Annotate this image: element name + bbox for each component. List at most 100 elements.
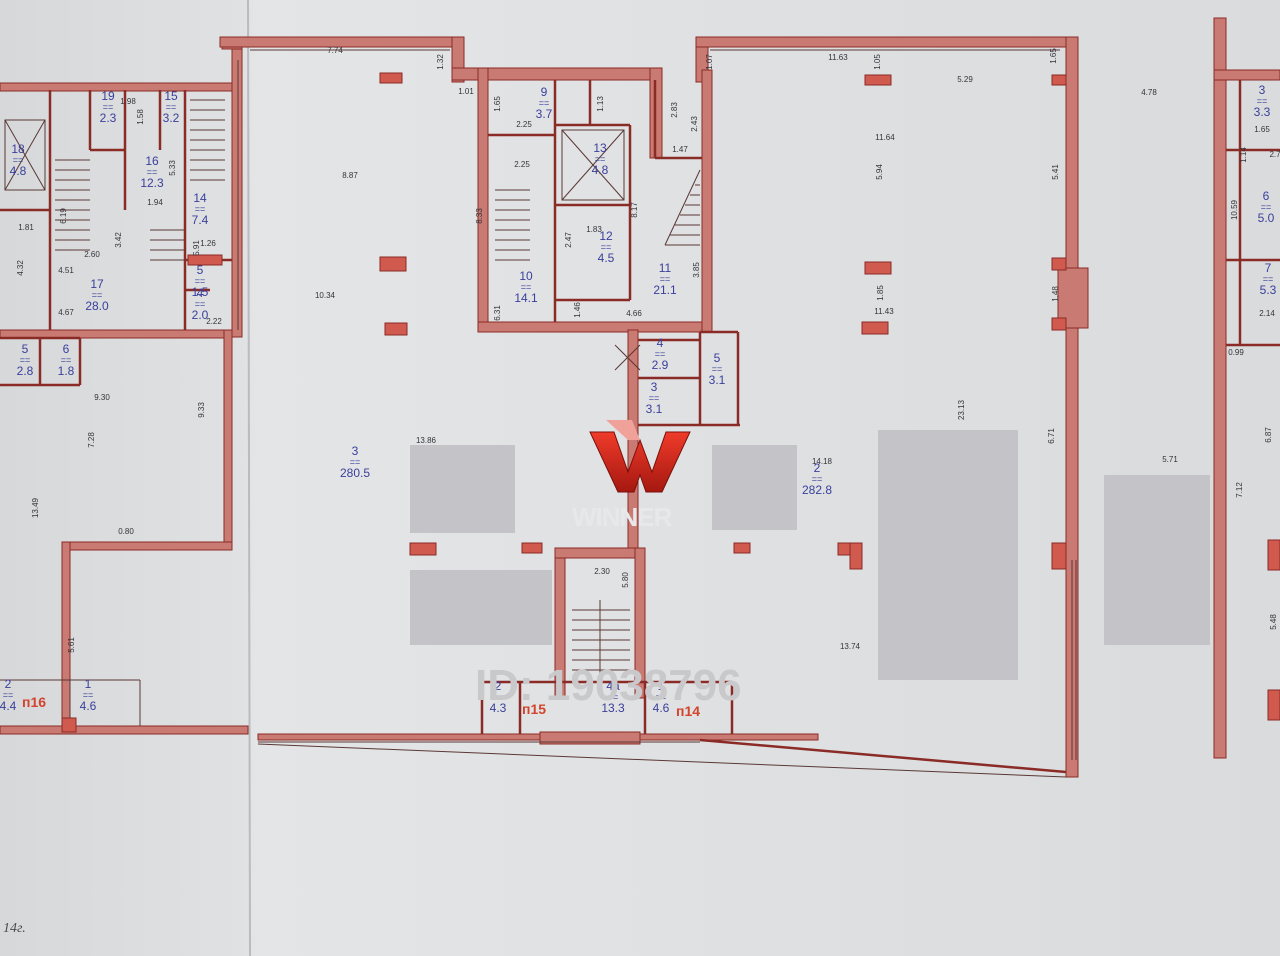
dimension-d17: 2.43 bbox=[690, 116, 699, 132]
unit-label-p15: п15 bbox=[522, 701, 546, 717]
room-area: 1.5 bbox=[192, 285, 209, 299]
redaction-patches bbox=[410, 430, 1210, 680]
room-label-r19: 19==2.3 bbox=[100, 89, 117, 125]
room-number: 6 bbox=[1263, 189, 1270, 203]
room-label-r1b: 1==4.6 bbox=[653, 679, 670, 715]
room-separator: == bbox=[195, 204, 206, 214]
room-separator: == bbox=[608, 692, 619, 702]
dimension-d1: 7.74 bbox=[327, 46, 343, 55]
dimension-d62: 7.12 bbox=[1235, 482, 1244, 498]
room-number: 4a bbox=[606, 679, 620, 693]
room-label-r3b: 3==3.1 bbox=[646, 380, 663, 416]
room-separator: == bbox=[103, 102, 114, 112]
room-number: 9 bbox=[541, 85, 548, 99]
dimension-d49: 7.28 bbox=[87, 432, 96, 448]
dimension-d46: 2.22 bbox=[206, 317, 222, 326]
dimension-d23: 5.33 bbox=[168, 160, 177, 176]
dimension-d56: 0.80 bbox=[118, 527, 134, 536]
room-label-r2main: 2==282.8 bbox=[802, 461, 832, 497]
dimension-d16: 2.83 bbox=[670, 102, 679, 118]
room-area: 4.8 bbox=[592, 163, 609, 177]
room-number: 3 bbox=[651, 380, 658, 394]
room-area: 3.2 bbox=[163, 111, 180, 125]
room-area: 4.3 bbox=[490, 701, 507, 715]
room-separator: == bbox=[13, 155, 24, 165]
dimension-d39: 1.48 bbox=[1051, 286, 1060, 302]
dimension-d51: 13.86 bbox=[416, 436, 437, 445]
room-label-r11: 11==21.1 bbox=[653, 261, 677, 297]
dimension-d60: 13.74 bbox=[840, 642, 861, 651]
dimension-d37: 10.34 bbox=[315, 291, 336, 300]
room-separator: == bbox=[20, 355, 31, 365]
room-number: 17 bbox=[90, 277, 104, 291]
dimension-d32: 5.91 bbox=[192, 240, 201, 256]
room-number: 2 bbox=[814, 461, 821, 475]
dimension-d55: 13.49 bbox=[31, 497, 40, 518]
room-label-r1a: 1==4.6 bbox=[80, 677, 97, 713]
room-number: 5 bbox=[22, 342, 29, 356]
dimension-d44: 1.46 bbox=[573, 302, 582, 318]
room-area: 280.5 bbox=[340, 466, 370, 480]
dimension-d26: 8.17 bbox=[630, 202, 639, 218]
room-label-r2b: 2==4.3 bbox=[490, 679, 507, 715]
room-label-r3c: 3==3.3 bbox=[1254, 83, 1271, 119]
dimension-d36: 4.51 bbox=[58, 266, 74, 275]
right-building bbox=[1213, 17, 1280, 759]
room-labels: 19==2.315==3.218==4.816==12.314==7.45==1… bbox=[0, 83, 1277, 715]
room-area: 2.9 bbox=[652, 358, 669, 372]
room-area: 3.1 bbox=[709, 373, 726, 387]
room-area: 2.0 bbox=[192, 308, 209, 322]
dimension-d69: 5.48 bbox=[1269, 614, 1278, 630]
room-separator: == bbox=[521, 282, 532, 292]
room-number: 4 bbox=[197, 286, 204, 300]
room-area: 4.8 bbox=[10, 164, 27, 178]
room-label-r16a: 16==12.3 bbox=[140, 154, 164, 190]
dimension-d61: 10.59 bbox=[1230, 199, 1239, 220]
room-separator: == bbox=[61, 355, 72, 365]
dimension-d52: 14.18 bbox=[812, 457, 833, 466]
dimension-d29: 6.19 bbox=[59, 208, 68, 224]
room-area: 12.3 bbox=[140, 176, 164, 190]
room-number: 19 bbox=[101, 89, 115, 103]
dimension-d28: 1.81 bbox=[18, 223, 34, 232]
dimension-d25: 8.33 bbox=[475, 208, 484, 224]
room-area: 282.8 bbox=[802, 483, 832, 497]
room-separator: == bbox=[92, 290, 103, 300]
room-number: 12 bbox=[599, 229, 613, 243]
winner-logo-accent-icon bbox=[606, 420, 640, 440]
dimension-d24: 1.94 bbox=[147, 198, 163, 207]
room-number: 10 bbox=[519, 269, 533, 283]
dimension-d8: 5.29 bbox=[957, 75, 973, 84]
room-separator: == bbox=[655, 349, 666, 359]
dimension-d18: 11.64 bbox=[875, 133, 895, 142]
room-number: 1 bbox=[658, 679, 665, 693]
room-separator: == bbox=[660, 274, 671, 284]
dimension-d15: 1.13 bbox=[596, 96, 605, 112]
room-label-r6a: 6==1.8 bbox=[58, 342, 75, 378]
dimension-d42: 11.43 bbox=[874, 307, 894, 316]
room-number: 13 bbox=[593, 141, 607, 155]
room-number: 6 bbox=[63, 342, 70, 356]
room-separator: == bbox=[1257, 96, 1268, 106]
dimension-d30: 2.60 bbox=[84, 250, 100, 259]
room-label-r12: 12==4.5 bbox=[598, 229, 615, 265]
room-number: 5 bbox=[197, 263, 204, 277]
dimension-d9: 4.78 bbox=[1141, 88, 1157, 97]
room-area: 21.1 bbox=[653, 283, 677, 297]
room-number: 2 bbox=[5, 677, 12, 691]
footer-date: 14г. bbox=[3, 921, 26, 936]
dimension-d5: 11.63 bbox=[828, 53, 848, 62]
room-separator: == bbox=[195, 299, 206, 309]
room-area: 2.8 bbox=[17, 364, 34, 378]
dimension-d66: 1.14 bbox=[1239, 147, 1248, 163]
dimension-d47: 9.30 bbox=[94, 393, 110, 402]
dimension-d67: 1.65 bbox=[1254, 125, 1270, 134]
room-separator: == bbox=[649, 393, 660, 403]
room-area: 4.6 bbox=[80, 699, 97, 713]
room-area: 28.0 bbox=[85, 299, 109, 313]
columns bbox=[61, 72, 1067, 733]
room-number: 14 bbox=[193, 191, 207, 205]
room-number: 3 bbox=[352, 444, 359, 458]
room-area: 3.3 bbox=[1254, 105, 1271, 119]
room-label-r9: 9==3.7 bbox=[536, 85, 553, 121]
